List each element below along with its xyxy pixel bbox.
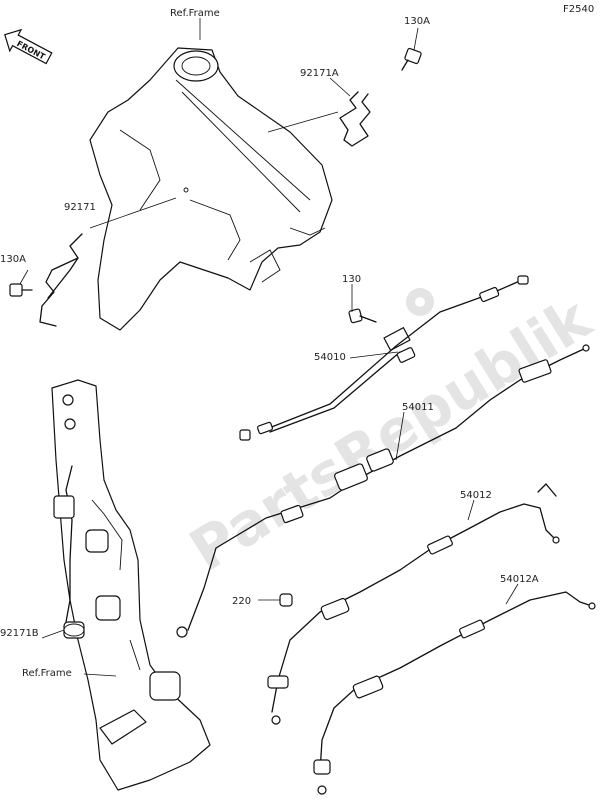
label-54010: 54010 [314, 352, 346, 363]
label-ref-frame-top: Ref.Frame [170, 8, 220, 19]
label-54012: 54012 [460, 490, 492, 501]
frame-upper [89, 47, 333, 331]
label-92171: 92171 [64, 202, 96, 213]
cable-54010 [257, 275, 529, 435]
label-54012A: 54012A [500, 574, 539, 585]
label-130: 130 [342, 274, 361, 285]
front-arrow-icon: FRONT [4, 28, 53, 65]
bolt-130A-top [401, 47, 422, 71]
clamp-92171 [39, 197, 177, 327]
cable-54012 [267, 483, 560, 725]
label-54011: 54011 [402, 402, 434, 413]
bolt-220 [258, 593, 293, 607]
diagram-code: F2540 [563, 4, 594, 15]
label-220: 220 [232, 596, 251, 607]
label-130A-top: 130A [404, 16, 430, 27]
label-92171B: 92171B [0, 628, 39, 639]
clamp-92171B [53, 465, 85, 639]
clamp-92171A [267, 91, 371, 147]
frame-lower [51, 379, 211, 791]
bolt-130A-left [9, 283, 33, 297]
cable-54012A [313, 591, 596, 795]
label-130A-left: 130A [0, 254, 26, 265]
label-ref-frame-bottom: Ref.Frame [22, 668, 72, 679]
label-92171A: 92171A [300, 68, 339, 79]
gear-icon [406, 288, 434, 316]
bolt-130 [348, 308, 411, 351]
cable-54011 [176, 344, 590, 638]
